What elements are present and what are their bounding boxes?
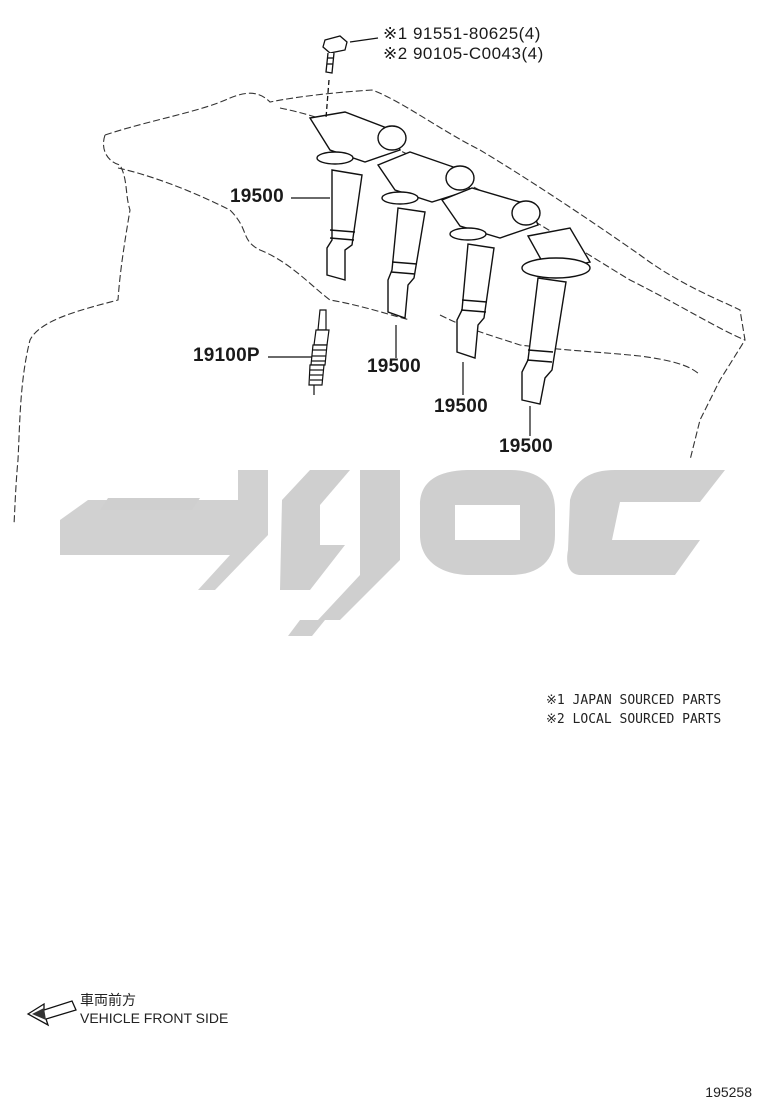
callout-part-1: 91551-80625(4) [412,24,541,43]
ignition-coils [308,111,592,405]
callout-part-2: 90105-C0043(4) [412,44,544,63]
note-local-sourced: ※2 LOCAL SOURCED PARTS [546,712,722,727]
label-spark-plug: 19100P [193,345,260,366]
callout-mark-1: ※1 [383,24,408,43]
diagram-reference: 195258 [705,1084,752,1100]
watermark-logo [60,470,725,636]
label-coil-a: 19500 [230,186,284,207]
label-coil-c: 19500 [434,396,488,417]
label-coil-d: 19500 [499,436,553,457]
bolt-callout-2: ※2 90105-C0043(4) [383,44,544,64]
spark-plug [308,309,330,395]
ignition-coil-2 [376,151,475,319]
ignition-coil-1 [308,111,407,281]
label-coil-b: 19500 [367,356,421,377]
leader-lines [268,37,531,436]
front-arrow-icon [26,1000,77,1027]
callout-mark-2: ※2 [383,44,408,63]
note-japan-sourced: ※1 JAPAN SOURCED PARTS [546,693,722,708]
ignition-coil-3 [440,187,541,359]
front-label-japanese: 車両前方 [80,992,136,1008]
bolt-callout-1: ※1 91551-80625(4) [383,24,541,44]
bolt [322,35,348,119]
front-label-english: VEHICLE FRONT SIDE [80,1010,229,1026]
ignition-coil-4 [521,227,592,405]
